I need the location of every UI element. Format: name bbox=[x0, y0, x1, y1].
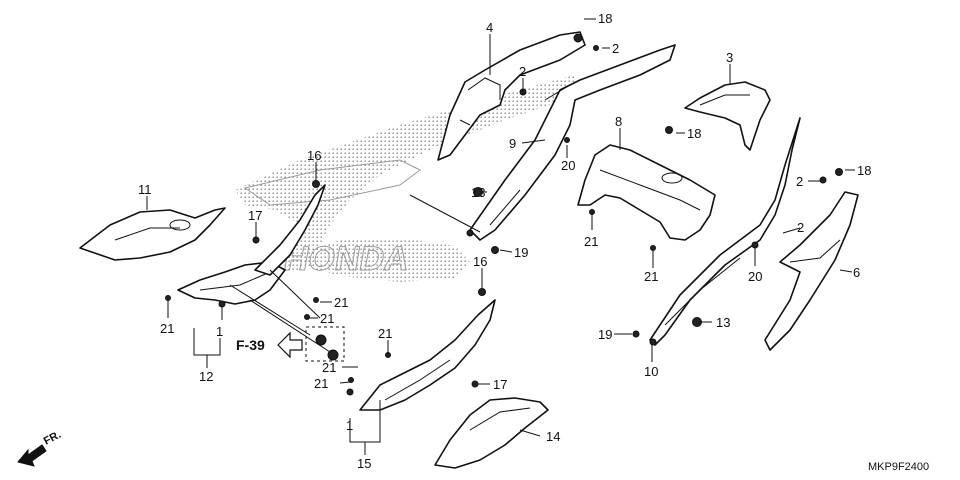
front-direction-indicator: FR. bbox=[17, 429, 63, 467]
callout-16: 16 bbox=[307, 148, 321, 163]
callout-4: 4 bbox=[486, 20, 493, 35]
callout-1: 1 bbox=[216, 324, 223, 339]
reference-label-f39: F-39 bbox=[236, 337, 265, 353]
callout-9: 9 bbox=[509, 136, 516, 151]
callout-2: 2 bbox=[519, 64, 526, 79]
honda-decal-background: HONDA bbox=[235, 75, 580, 282]
callout-15: 15 bbox=[357, 456, 371, 471]
callout-19: 19 bbox=[514, 245, 528, 260]
callout-12: 12 bbox=[199, 369, 213, 384]
honda-outline-lettering: HONDA bbox=[281, 240, 412, 278]
callout-18: 18 bbox=[687, 126, 701, 141]
callout-19: 19 bbox=[598, 327, 612, 342]
callout-8: 8 bbox=[615, 114, 622, 129]
callout-2: 2 bbox=[612, 41, 619, 56]
direction-label: FR. bbox=[42, 429, 63, 448]
callout-17: 17 bbox=[493, 377, 507, 392]
callout-16: 16 bbox=[473, 254, 487, 269]
part-9-side-rail bbox=[466, 44, 676, 241]
callout-21: 21 bbox=[644, 269, 658, 284]
callout-10: 10 bbox=[644, 364, 658, 379]
callout-21: 21 bbox=[378, 326, 392, 341]
callout-21: 21 bbox=[314, 376, 328, 391]
callout-18: 18 bbox=[598, 11, 612, 26]
fasteners bbox=[165, 33, 843, 396]
callout-21: 21 bbox=[322, 360, 336, 375]
callout-21: 21 bbox=[584, 234, 598, 249]
callout-21: 21 bbox=[320, 311, 334, 326]
callout-11: 11 bbox=[138, 182, 152, 197]
callout-20: 20 bbox=[561, 158, 575, 173]
part-3-rear-cap bbox=[684, 81, 771, 151]
callout-2: 2 bbox=[797, 220, 804, 235]
part-16-strut bbox=[254, 180, 326, 276]
leader-lines bbox=[146, 18, 855, 455]
callout-2: 2 bbox=[796, 174, 803, 189]
reference-box bbox=[305, 326, 345, 362]
callout-14: 14 bbox=[546, 429, 560, 444]
part-15-lower-panel bbox=[359, 288, 496, 411]
callout-13: 13 bbox=[716, 315, 730, 330]
callout-17: 17 bbox=[248, 208, 262, 223]
callout-20: 20 bbox=[748, 269, 762, 284]
callouts: 4 18 2 2 3 16 9 8 18 20 11 13 2 18 17 21… bbox=[138, 11, 871, 471]
callout-6: 6 bbox=[853, 265, 860, 280]
reference-arrow-f39: F-39 bbox=[236, 331, 303, 359]
part-4-upper-cowl bbox=[437, 31, 586, 161]
callout-3: 3 bbox=[726, 50, 733, 65]
part-10-right-rail bbox=[649, 117, 801, 346]
callout-21: 21 bbox=[334, 295, 348, 310]
callout-21: 21 bbox=[160, 321, 174, 336]
callout-1: 1 bbox=[346, 418, 353, 433]
callout-18: 18 bbox=[857, 163, 871, 178]
part-8-inner-undertray bbox=[577, 144, 716, 241]
part-6-right-side-cover bbox=[764, 191, 859, 351]
part-14-lower-shroud bbox=[434, 397, 549, 469]
part-12-left-bracket bbox=[177, 261, 286, 305]
callout-13: 13 bbox=[471, 185, 485, 200]
part-11-left-cover bbox=[79, 207, 226, 261]
diagram-code: MKP9F2400 bbox=[868, 461, 929, 473]
